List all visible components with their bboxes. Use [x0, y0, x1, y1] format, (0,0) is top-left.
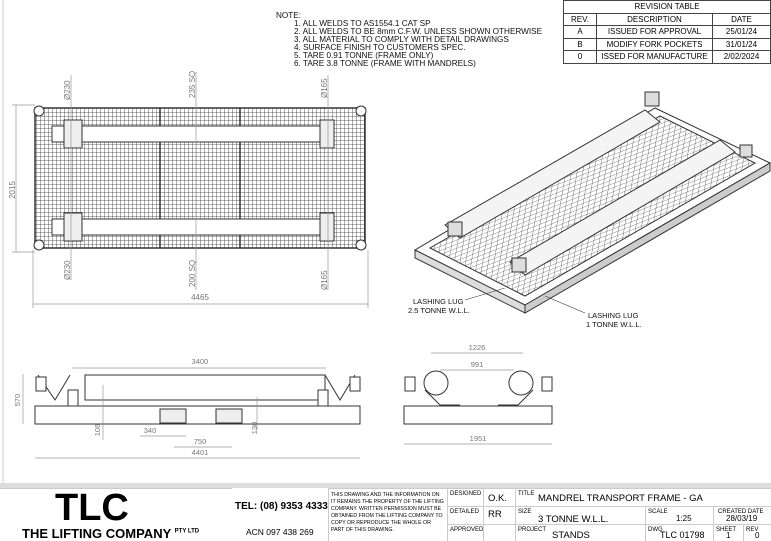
drawing-title: MANDREL TRANSPORT FRAME - GA — [538, 493, 703, 504]
description-cell: MODIFY FORK POCKETS — [596, 37, 713, 51]
sheet-value: 1 — [726, 531, 731, 540]
detailed-label: DETAILED — [450, 509, 479, 515]
callout-lug-small-1: LASHING LUG — [588, 311, 639, 320]
notes: NOTE: 1. ALL WELDS TO AS1554.1 CAT SP 2.… — [276, 11, 543, 68]
size-value: 3 TONNE W.L.L. — [538, 514, 609, 525]
dim-pocket-spacing: 750 — [194, 437, 207, 446]
mandrel-bottom — [51, 218, 335, 236]
acn: ACN 097 438 269 — [246, 527, 314, 537]
title-block: TLC THE LIFTING COMPANY PTY LTD TEL: (08… — [0, 483, 771, 541]
dim-dia-left-top: Ø230 — [63, 80, 72, 100]
rev-cell: 0 — [563, 50, 597, 64]
date-cell: 31/01/24 — [712, 37, 771, 51]
header-description: DESCRIPTION — [596, 12, 713, 26]
company-suffix: PTY LTD — [174, 528, 200, 535]
header-rev: REV. — [563, 12, 597, 26]
drawing-views: 2015 4465 Ø230 Ø230 235 SQ 200 SQ Ø165 Ø… — [2, 0, 771, 483]
description-cell: ISSED FOR MANUFACTURE — [596, 50, 713, 64]
title-label: TITLE — [518, 491, 535, 497]
project-label: PROJECT — [518, 527, 547, 533]
designed-value: O.K. — [488, 493, 508, 504]
note-item: 5. TARE 0.91 TONNE (FRAME ONLY) — [294, 51, 434, 60]
isometric-view — [413, 91, 771, 314]
approved-label: APPROVED — [450, 527, 484, 533]
rev-cell: B — [563, 37, 597, 51]
company-name: THE LIFTING COMPANY — [22, 526, 172, 541]
dwg-label: DWG — [648, 527, 663, 533]
scale-label: SCALE — [648, 509, 668, 515]
dim-plan-length: 4465 — [191, 293, 209, 302]
dim-plan-width: 2015 — [8, 181, 17, 199]
dim-sq-top: 235 SQ — [188, 71, 197, 98]
size-label: SIZE — [518, 509, 532, 515]
rev-value: 0 — [755, 531, 760, 540]
detailed-value: RR — [488, 509, 502, 520]
dim-pocket-height: 108 — [93, 424, 102, 437]
callout-lug-small-2: 1 TONNE W.L.L. — [586, 320, 642, 329]
note-item: 2. ALL WELDS TO BE 8mm C.F.W. UNLESS SHO… — [294, 27, 543, 36]
plan-view — [33, 105, 367, 251]
copyright-notice: THIS DRAWING AND THE INFORMATION ON IT R… — [328, 488, 447, 541]
dim-side-height: 570 — [13, 394, 22, 407]
date-cell: 25/01/24 — [712, 25, 771, 39]
dim-dia-right-top: Ø165 — [320, 78, 329, 98]
project-value: STANDS — [552, 530, 590, 541]
mandrel-top — [51, 125, 335, 143]
note-item: 4. SURFACE FINISH TO CUSTOMERS SPEC. — [294, 43, 466, 52]
header-date: DATE — [712, 12, 771, 26]
dim-sq-bottom: 200 SQ — [188, 260, 197, 287]
revision-table-title: REVISION TABLE — [563, 0, 771, 14]
dim-beam-height: 130 — [250, 422, 259, 435]
dim-side-span: 3400 — [192, 357, 209, 366]
end-view — [403, 370, 553, 425]
note-item: 1. ALL WELDS TO AS1554.1 CAT SP — [294, 19, 431, 28]
dim-side-length: 4401 — [192, 448, 209, 457]
callout-lug-large-2: 2.5 TONNE W.L.L. — [408, 306, 470, 315]
logo-cell: TLC THE LIFTING COMPANY PTY LTD — [0, 487, 232, 541]
side-view — [34, 374, 361, 425]
date-cell: 2/02/2024 — [712, 50, 771, 64]
designed-label: DESIGNED — [450, 491, 482, 497]
dwg-number: TLC 01798 — [660, 530, 705, 540]
note-item: 3. ALL MATERIAL TO COMPLY WITH DETAIL DR… — [294, 35, 509, 44]
rev-cell: A — [563, 25, 597, 39]
created-label: CREATED DATE — [718, 509, 764, 515]
rev-label: REV — [746, 527, 759, 533]
sheet-label: SHEET — [716, 527, 737, 533]
dim-dia-left-bottom: Ø230 — [63, 260, 72, 280]
scale-value: 1:25 — [676, 514, 692, 523]
dim-dia-right-bottom: Ø165 — [320, 270, 329, 290]
dim-end-width: 1951 — [470, 434, 487, 443]
telephone: TEL: (08) 9353 4333 — [235, 501, 328, 512]
callout-lug-large-1: LASHING LUG — [413, 297, 464, 306]
contact-cell: TEL: (08) 9353 4333 ACN 097 438 269 — [232, 488, 328, 541]
created-value: 28/03/19 — [726, 514, 758, 523]
notes-heading: NOTE: — [276, 11, 302, 20]
approved-value — [483, 524, 515, 541]
dim-end-outer: 1226 — [469, 343, 486, 352]
note-item: 6. TARE 3.8 TONNE (FRAME WITH MANDRELS) — [294, 59, 476, 68]
description-cell: ISSUED FOR APPROVAL — [596, 25, 713, 39]
dim-pocket-width: 340 — [144, 426, 157, 435]
dim-end-inner: 991 — [471, 360, 484, 369]
company-logo: TLC — [55, 487, 129, 529]
plan-dimension-lines — [12, 75, 369, 308]
